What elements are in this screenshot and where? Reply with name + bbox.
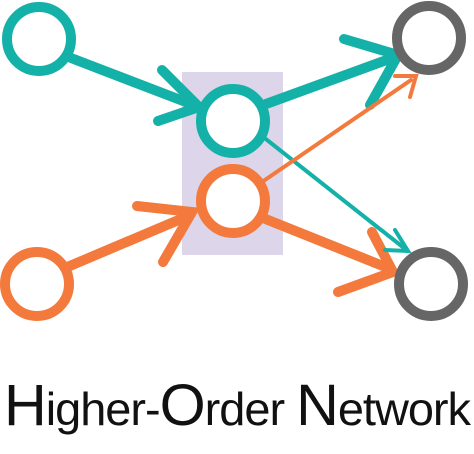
edge-teal-center-to-gray-bottom-target bbox=[260, 134, 412, 254]
edge-teal-center-to-gray-top-target bbox=[261, 34, 406, 110]
node-orange-center bbox=[196, 164, 270, 238]
diagram-caption: Higher-Order Network bbox=[4, 373, 472, 438]
edge-orange-center-to-gray-top-target bbox=[260, 74, 419, 184]
node-teal-source bbox=[2, 2, 76, 76]
caption-cap-o: O bbox=[160, 373, 205, 438]
node-gray-top-target bbox=[392, 1, 466, 75]
caption-rest-h: igher- bbox=[46, 383, 160, 435]
node-teal-center bbox=[196, 84, 270, 158]
caption-rest-o: rder bbox=[205, 383, 296, 435]
caption-cap-h: H bbox=[4, 373, 46, 438]
node-orange-source bbox=[0, 247, 74, 321]
node-gray-bottom-target bbox=[394, 247, 468, 321]
caption-rest-n: etwork bbox=[338, 383, 472, 435]
edge-orange-source-to-orange-center bbox=[60, 201, 201, 273]
edge-teal-source-to-teal-center bbox=[66, 53, 209, 126]
caption-cap-n: N bbox=[296, 373, 338, 438]
edge-orange-center-to-gray-bottom-target bbox=[258, 213, 401, 297]
